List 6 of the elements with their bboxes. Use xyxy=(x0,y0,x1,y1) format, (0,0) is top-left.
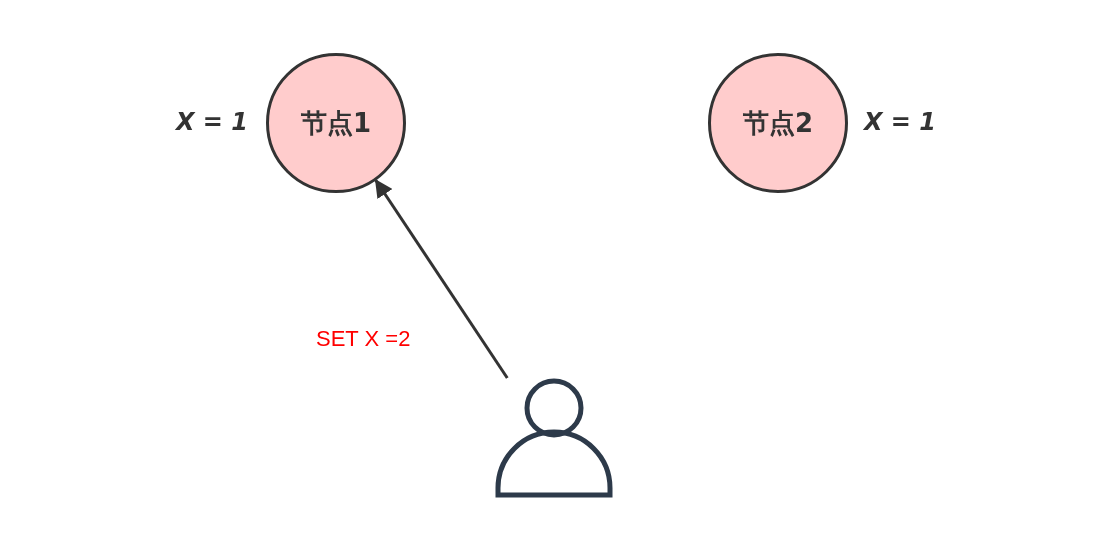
annotation-text: X = 1 xyxy=(864,108,937,136)
arrow xyxy=(374,179,509,379)
annotation-text: X = 1 xyxy=(176,108,249,136)
node-label: 节点1 xyxy=(300,106,372,140)
node-label: 节点2 xyxy=(742,106,814,140)
edge-label: SET X =2 xyxy=(316,326,411,352)
